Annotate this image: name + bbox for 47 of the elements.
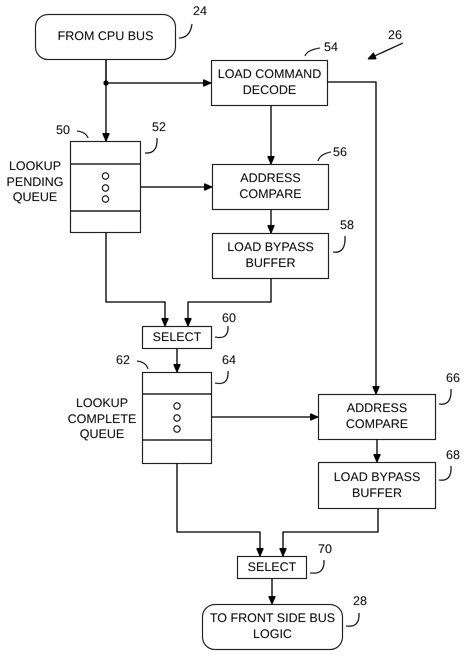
arrow [173, 349, 181, 372]
arrow [105, 233, 169, 326]
arrow [328, 81, 380, 394]
box-label: ADDRESS COMPARE [238, 171, 303, 203]
box-label: LOAD COMMAND DECODE [216, 67, 322, 99]
terminal-box [202, 604, 343, 650]
box-label: TO FRONT SIDE BUS LOGIC [208, 611, 336, 643]
box-label: LOAD BYPASS BUFFER [332, 470, 422, 502]
box-label: SELECT [248, 560, 296, 576]
arrow [267, 210, 275, 234]
callout-number: 60 [222, 312, 236, 324]
queue-label: LOOKUP PENDING QUEUE [6, 159, 64, 206]
terminal-box [35, 14, 176, 60]
arrow [268, 579, 276, 604]
process-box [237, 556, 307, 579]
callout-number: 56 [333, 146, 347, 158]
box-label: LOAD BYPASS BUFFER [226, 240, 315, 272]
callout-number: 54 [324, 41, 338, 54]
callout-number: 50 [56, 124, 70, 136]
process-box [318, 462, 436, 509]
process-box [212, 164, 329, 210]
arrow [267, 106, 275, 164]
arrow [176, 464, 264, 556]
arrow [184, 279, 272, 326]
arrow [141, 183, 212, 191]
process-box [318, 394, 436, 440]
callout-number: 58 [340, 219, 354, 232]
callout-number: 68 [446, 449, 460, 462]
arrow [279, 509, 379, 556]
callout-number: 64 [222, 354, 236, 366]
arrow [373, 440, 381, 462]
callout-number: 70 [318, 543, 332, 556]
queue-label: LOOKUP COMPLETE QUEUE [66, 396, 138, 443]
callout-number: 28 [353, 595, 367, 608]
box-label: ADDRESS COMPARE [344, 401, 410, 433]
process-box [142, 326, 212, 349]
arrow [212, 413, 318, 421]
process-box [212, 233, 329, 279]
box-label: SELECT [152, 330, 202, 346]
callout-number: 52 [152, 121, 166, 134]
callout-number: 26 [388, 29, 402, 42]
arrow [105, 60, 212, 87]
process-box [211, 60, 328, 106]
callout-number: 66 [446, 372, 460, 384]
box-label: FROM CPU BUS [58, 29, 154, 45]
callout-number: 24 [193, 5, 207, 18]
callout-number: 62 [116, 354, 130, 366]
